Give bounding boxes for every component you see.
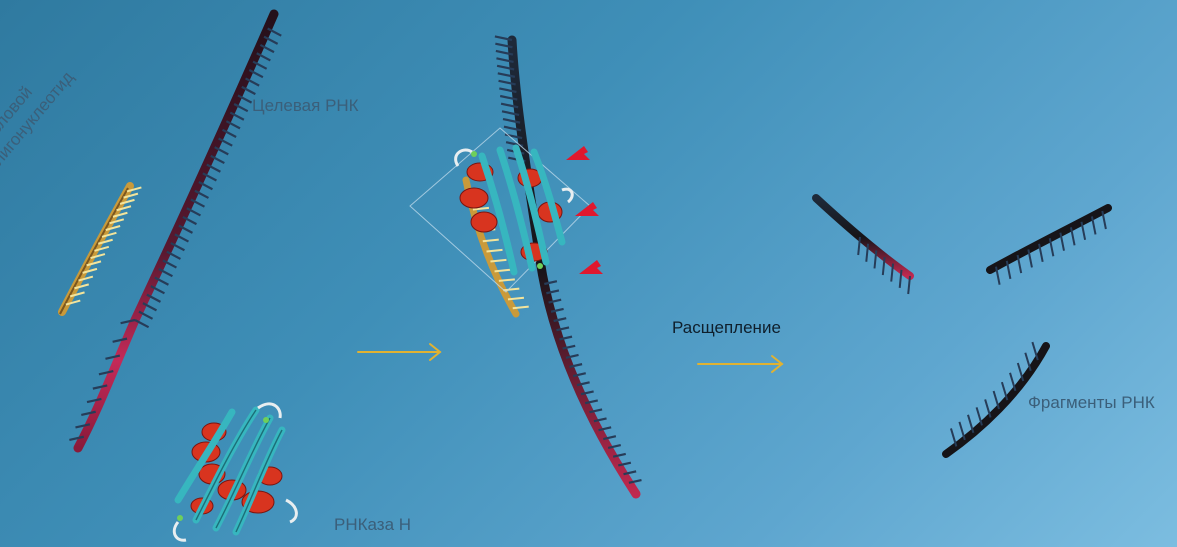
rnase-h-label: РНКаза Н: [334, 515, 411, 535]
rna-fragment-2: [990, 208, 1108, 285]
rna-fragment-1: [816, 198, 910, 294]
cleavage-label: Расщепление: [672, 318, 781, 338]
right-arrow-icon: [698, 356, 782, 372]
right-arrow-icon: [358, 344, 440, 360]
dna-bases: [66, 187, 142, 304]
rna-dna-rnase-complex: [410, 36, 641, 494]
antisense-dna-strand: [60, 186, 141, 314]
target-rna-label: Целевая РНК: [252, 96, 359, 116]
rnase-h-protein: [174, 404, 296, 540]
protein-beta-sheets: [178, 410, 282, 532]
rna-fragments-label: Фрагменты РНК: [1028, 393, 1155, 413]
cleavage-site-arrow-icon: [566, 144, 617, 274]
